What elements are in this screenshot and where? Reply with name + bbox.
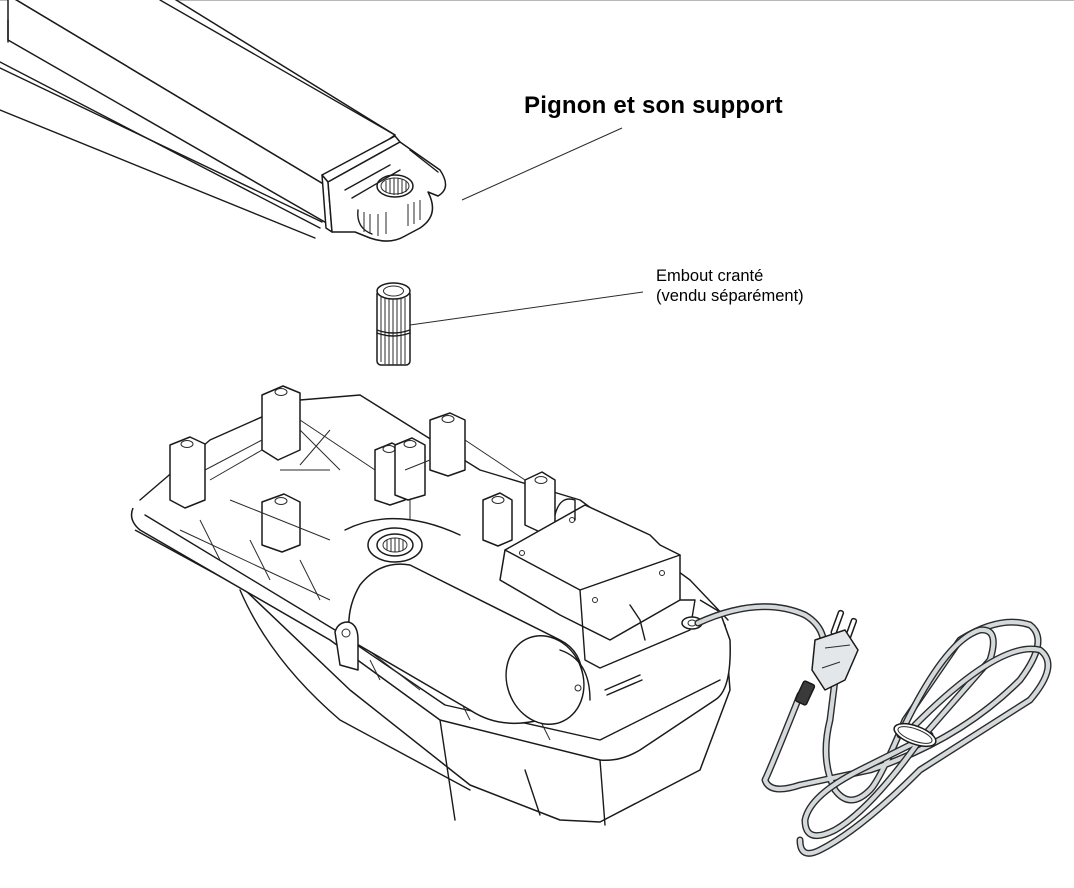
rail	[0, 0, 396, 239]
cord-wrap	[893, 722, 937, 748]
plug	[794, 609, 859, 706]
mount-post	[261, 493, 301, 553]
mount-post	[261, 385, 301, 461]
mount-post	[429, 412, 466, 477]
splined-end-leader-line	[409, 291, 644, 326]
frame-top-border	[0, 0, 1074, 1]
sprocket-leader-line	[461, 127, 623, 201]
drive-bearing	[344, 518, 461, 563]
sprocket-support-label: Pignon et son support	[524, 92, 783, 119]
motor-housing	[130, 385, 731, 826]
sprocket-support	[321, 135, 447, 242]
splined-coupler	[376, 282, 411, 366]
mount-post	[169, 436, 206, 509]
control-box	[499, 498, 696, 669]
splined-end-label-line2: (vendu séparément)	[656, 287, 804, 305]
splined-end-label: Embout cranté (vendu séparément)	[656, 266, 804, 306]
pivot-bracket	[334, 621, 359, 671]
splined-end-label-line1: Embout cranté	[656, 267, 764, 285]
mount-post	[524, 471, 556, 533]
mount-post	[482, 492, 513, 547]
mount-post	[394, 437, 426, 501]
power-cord	[694, 603, 1052, 857]
